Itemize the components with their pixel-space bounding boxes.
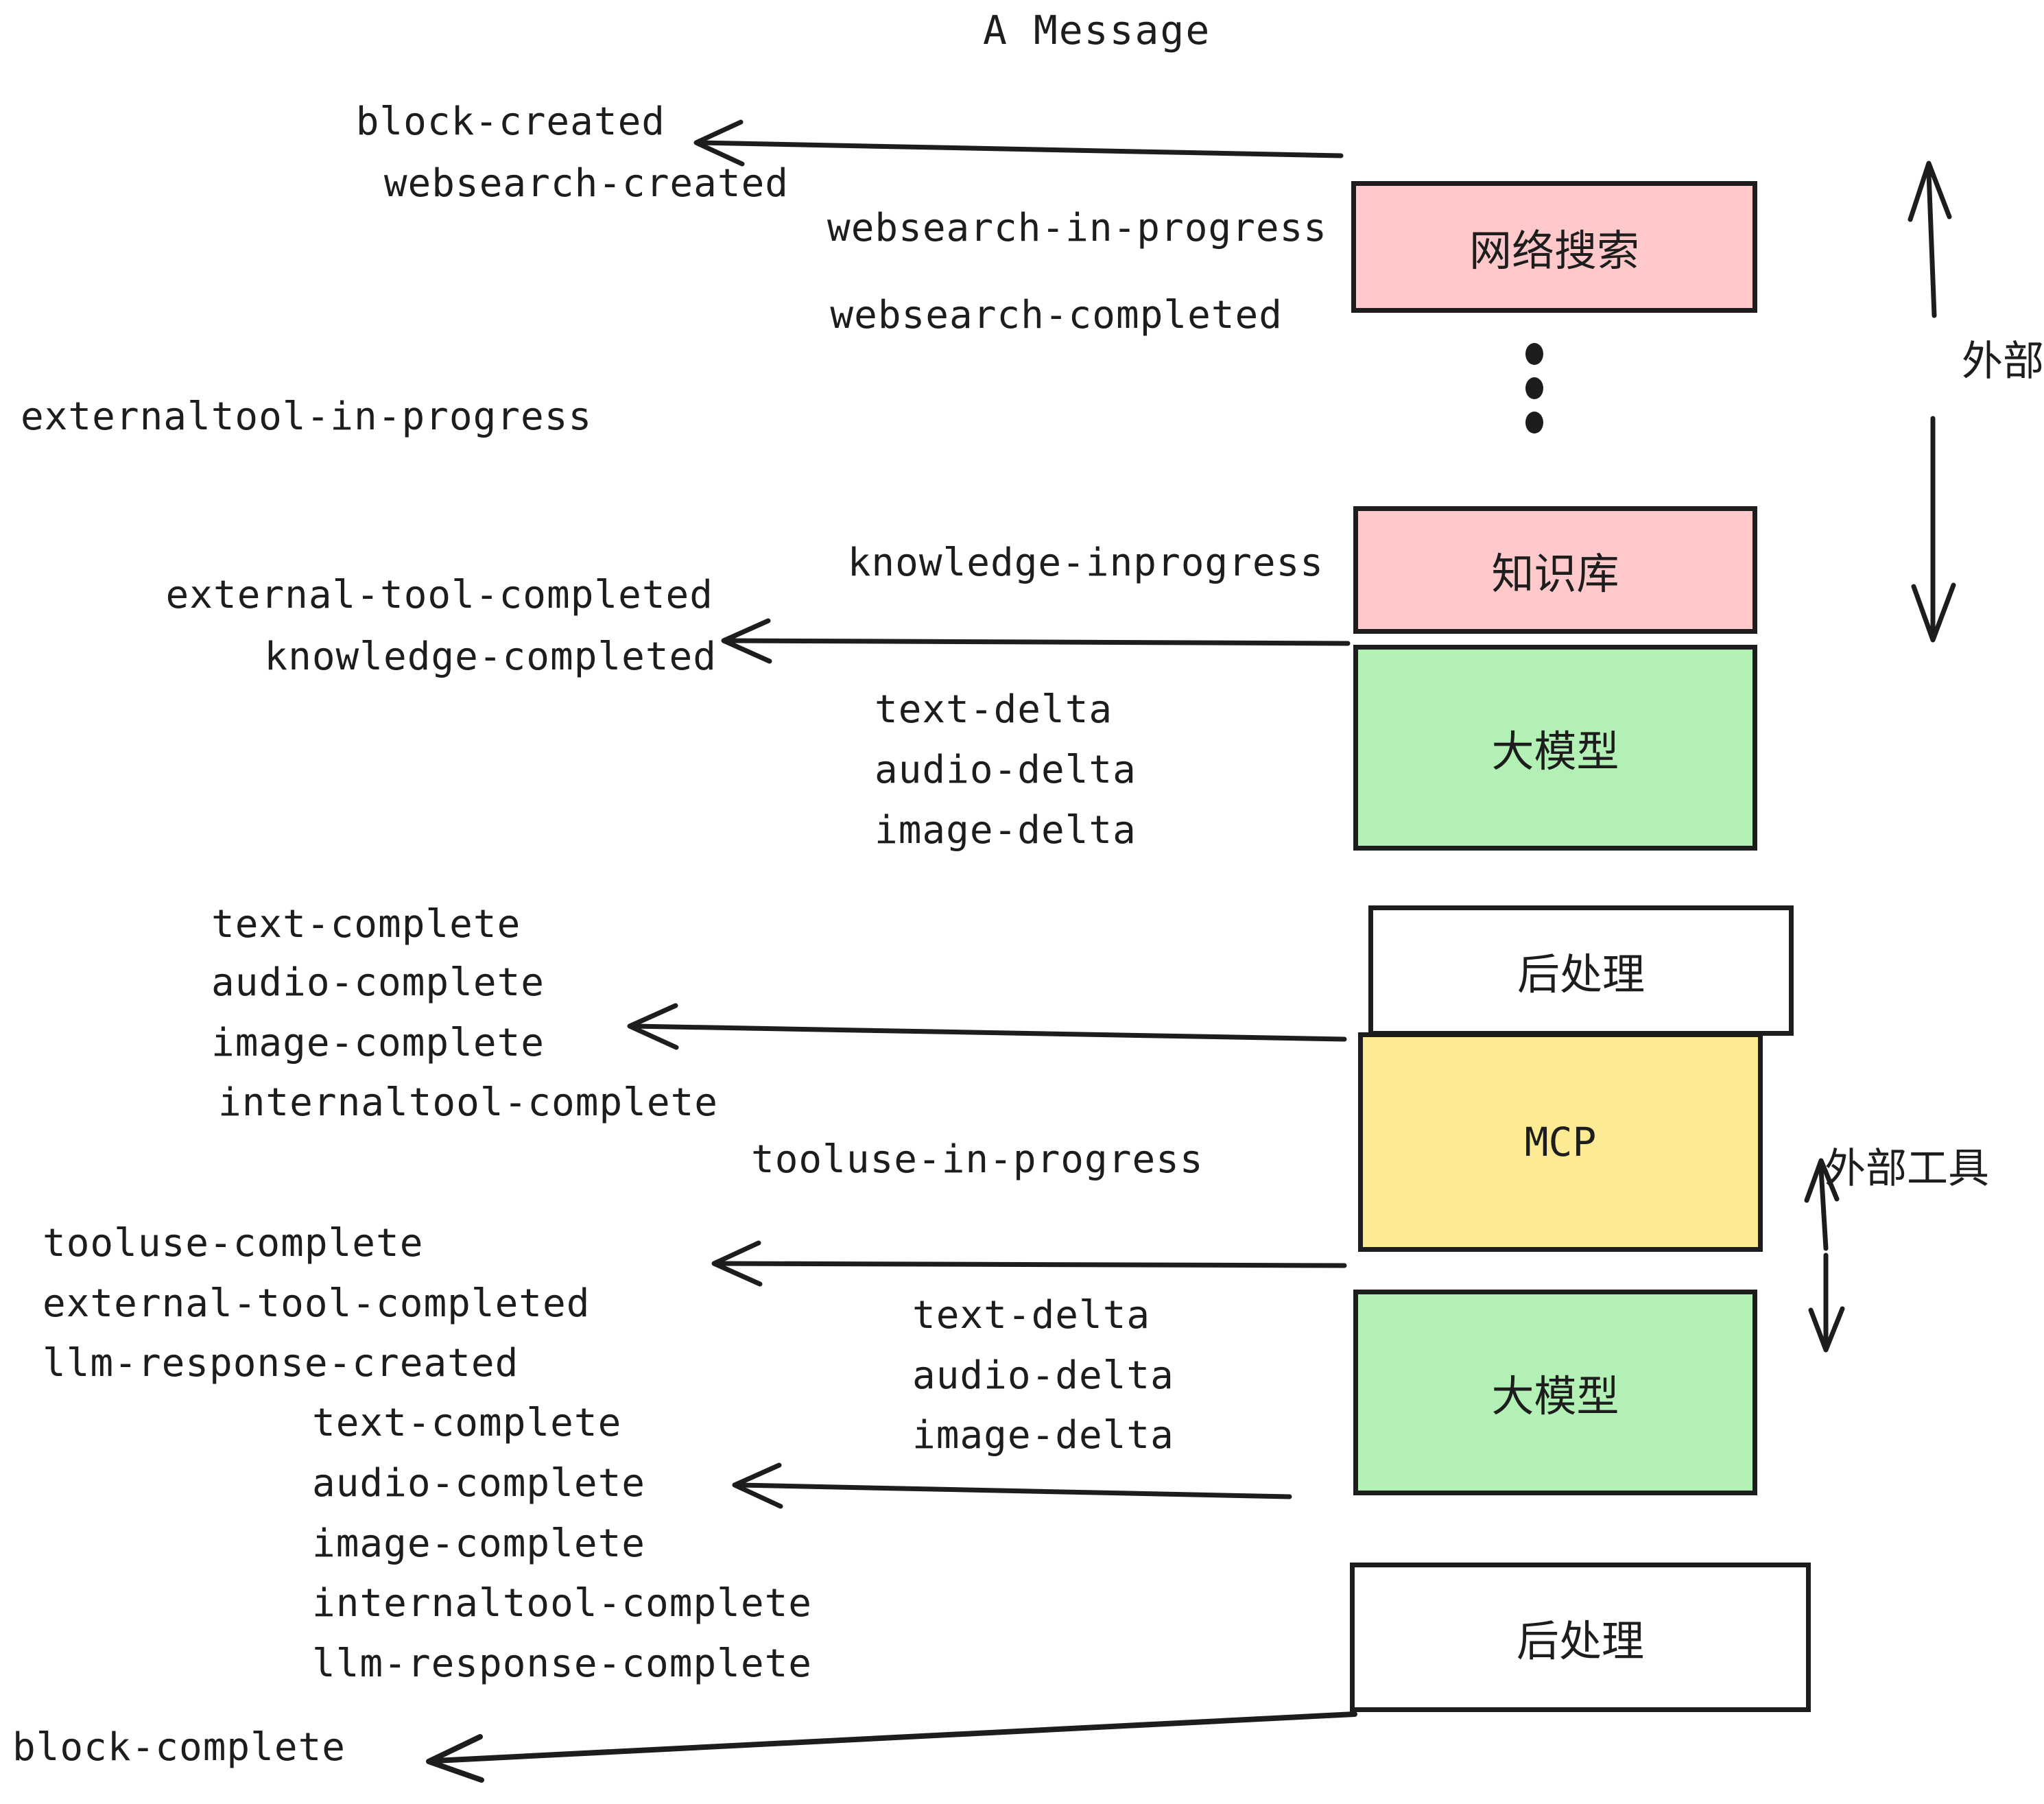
event-llm-response-complete: llm-response-complete [312,1641,813,1686]
arrow-mcp-to-tooluse-complete [711,1240,1347,1287]
arrow-knowledge-to-completed [721,618,1351,664]
arrow-websearch-to-created [693,119,1344,167]
event-tooluse-in-progress: tooluse-in-progress [751,1137,1204,1182]
event-llm-response-created: llm-response-created [43,1341,519,1386]
event-knowledge-completed: knowledge-completed [264,634,717,679]
event-image-delta-1: image-delta [875,808,1137,853]
event-text-delta-2: text-delta [912,1293,1151,1338]
event-internaltool-complete-1: internaltool-complete [218,1080,719,1125]
event-block-created: block-created [355,99,665,144]
event-internaltool-complete-2: internaltool-complete [312,1581,813,1626]
event-audio-complete-1: audio-complete [211,960,545,1005]
event-image-delta-2: image-delta [912,1413,1174,1458]
node-post-processing-2: 后处理 [1350,1563,1811,1712]
node-post-processing-1: 后处理 [1368,905,1794,1036]
node-post-processing-2-label: 后处理 [1516,1616,1644,1666]
external-tools-range-arrow-top [1908,161,1956,643]
node-llm-2: 大模型 [1353,1290,1757,1495]
event-external-tool-completed-1: external-tool-completed [165,573,713,617]
arrow-post2-to-block-complete [426,1711,1357,1783]
ellipsis-dot-2 [1525,377,1543,399]
event-websearch-created: websearch-created [383,161,789,206]
node-post-processing-1-label: 后处理 [1517,949,1645,999]
node-llm-2-label: 大模型 [1491,1371,1619,1421]
node-websearch-label: 网络搜索 [1469,226,1639,276]
event-audio-complete-2: audio-complete [312,1461,646,1506]
node-knowledge-label: 知识库 [1491,549,1619,599]
event-websearch-completed: websearch-completed [830,293,1283,337]
arrow-llm2-to-audio-complete [732,1462,1292,1509]
event-external-tool-completed-2: external-tool-completed [43,1281,591,1326]
diagram-title: A Message [983,7,1211,54]
external-tools-label-top: 外部工具 [1962,337,2044,385]
event-text-complete-2: text-complete [312,1401,622,1445]
event-externaltool-in-progress: externaltool-in-progress [21,394,593,439]
external-tools-range-arrow-bottom [1804,1158,1845,1353]
event-knowledge-inprogress: knowledge-inprogress [847,541,1324,585]
node-mcp: MCP [1358,1032,1763,1252]
event-text-complete-1: text-complete [211,902,521,947]
ellipsis-dots [1525,343,1543,434]
node-knowledge: 知识库 [1353,506,1757,634]
event-websearch-in-progress: websearch-in-progress [827,206,1327,250]
ellipsis-dot-1 [1525,343,1543,365]
ellipsis-dot-3 [1525,412,1543,434]
external-tools-label-bottom: 外部工具 [1825,1145,1989,1193]
node-llm-1-label: 大模型 [1491,726,1619,776]
event-tooluse-complete: tooluse-complete [43,1221,424,1266]
event-block-complete: block-complete [12,1725,346,1770]
node-llm-1: 大模型 [1353,645,1757,851]
event-image-complete-1: image-complete [211,1021,545,1065]
node-websearch: 网络搜索 [1351,181,1757,313]
arrow-post1-to-image-complete [627,1003,1347,1050]
event-audio-delta-2: audio-delta [912,1353,1174,1398]
event-image-complete-2: image-complete [312,1521,646,1566]
event-text-delta-1: text-delta [875,687,1113,732]
event-audio-delta-1: audio-delta [875,748,1137,792]
node-mcp-label: MCP [1524,1119,1597,1165]
